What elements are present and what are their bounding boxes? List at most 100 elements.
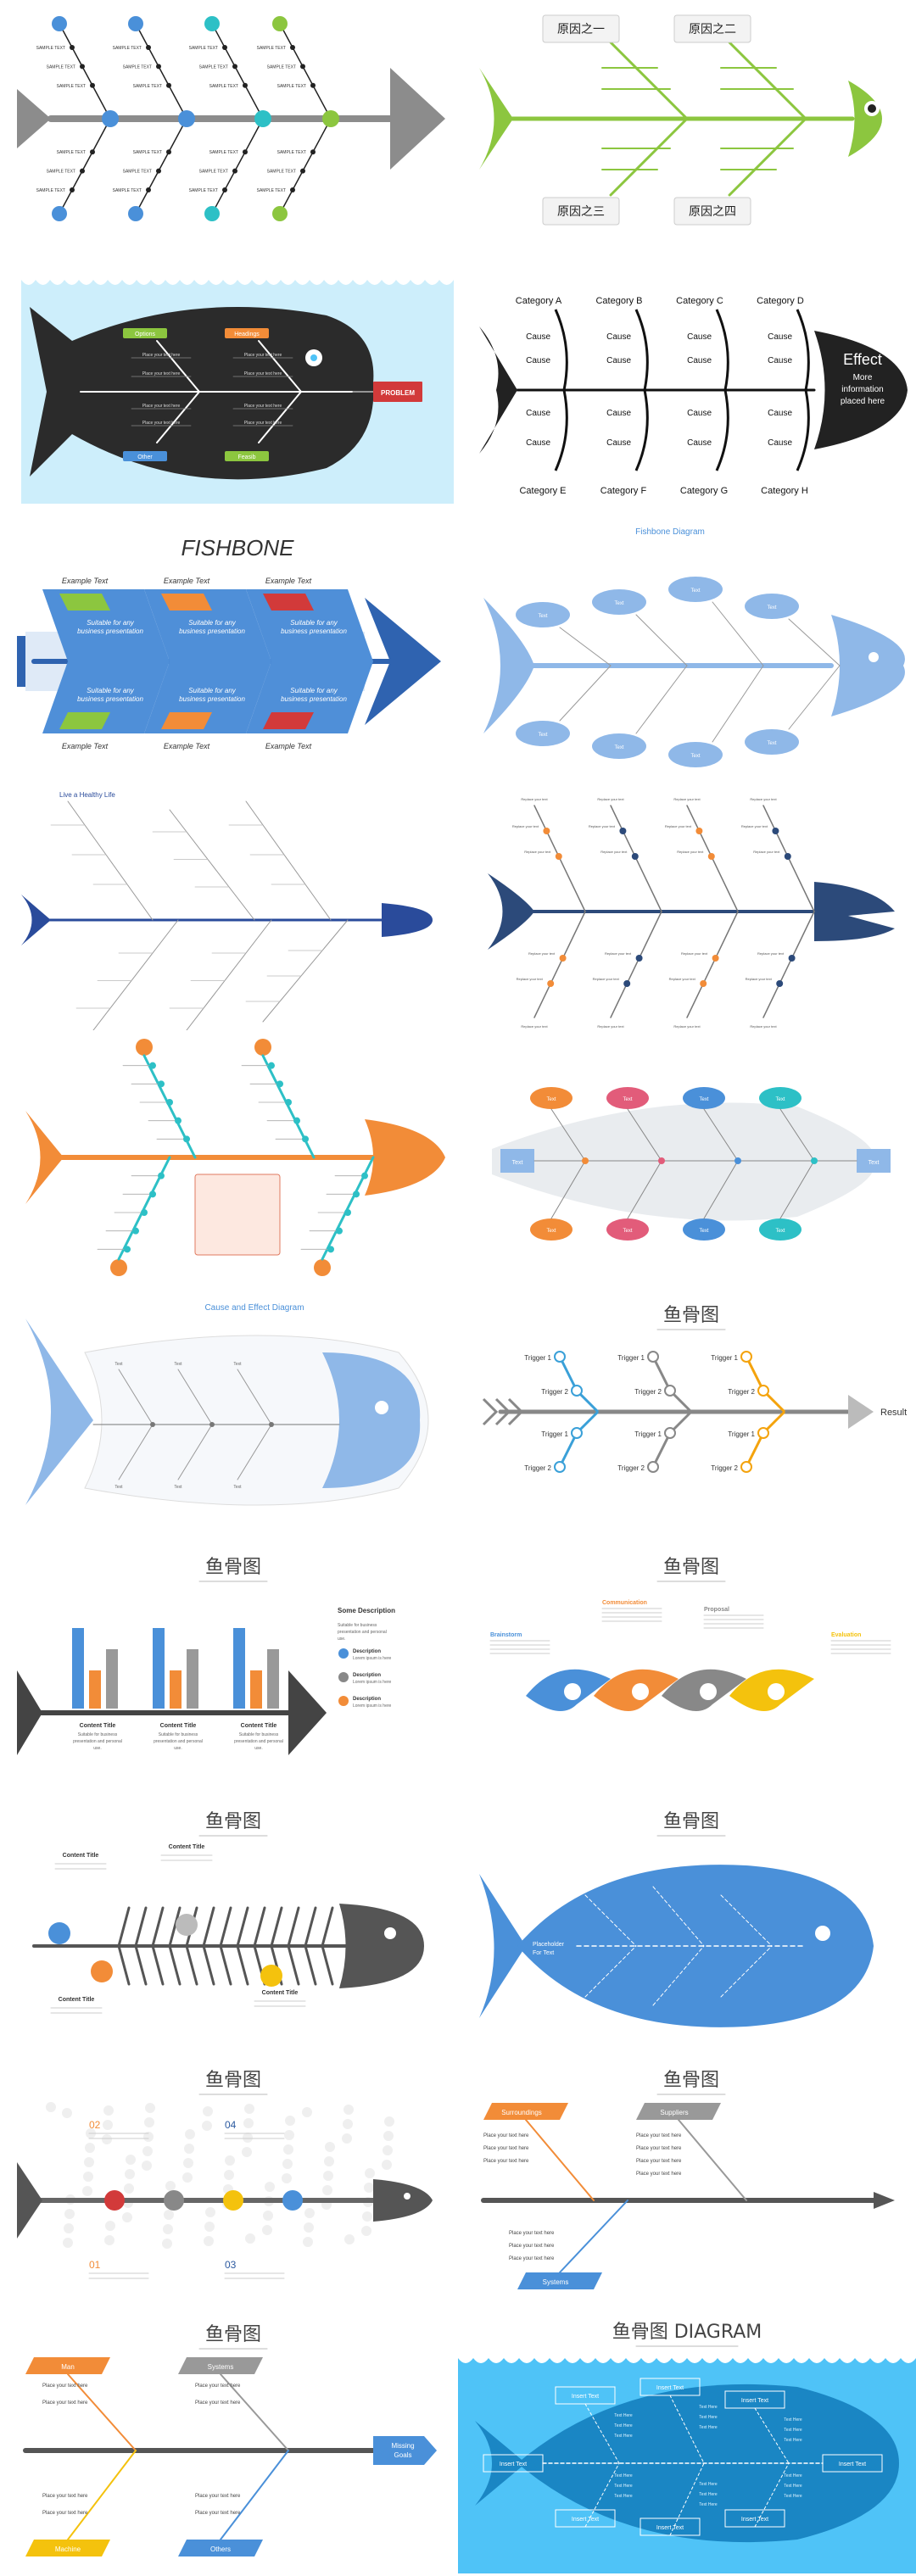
node-dot [361,1172,368,1179]
bone-line [237,1369,272,1425]
note-text: Replace your text [673,1024,701,1029]
text-small: Text Here [614,2413,633,2418]
bone-line [67,2450,137,2540]
cause-dot-top [204,16,220,31]
cause-label: Cause [768,409,792,418]
category-tag [483,2103,568,2120]
step-label: Brainstorm [490,1632,522,1638]
desc-line: presentation and personal [338,1630,387,1635]
desc-sub: Lorem ipsum is here [353,1680,392,1685]
cause-oval [759,1218,802,1241]
node-dot [141,1209,148,1216]
sample-text: SAMPLE TEXT [209,84,238,89]
fish-tail [479,1874,526,2018]
cause-oval [516,721,570,746]
tail-top [479,326,517,390]
text-line: Place your text here [509,2231,555,2236]
sample-text: SAMPLE TEXT [267,170,296,175]
sub-dot [166,82,171,88]
bone-line [712,665,764,743]
icon-tag [263,594,314,611]
effect-label: placed here [841,397,885,406]
category-label: Category C [676,296,723,306]
fish-tail [483,598,534,733]
desc-text: business presentation [77,627,143,635]
panel-title: 鱼骨图 [205,2070,261,2091]
fish-eye [869,652,879,662]
oval-label: Text [767,605,776,611]
trigger-label: Trigger 2 [524,1464,551,1472]
example-text: Example Text [164,577,210,585]
tag-label: Systems [208,2363,234,2371]
bone-line [92,919,179,1030]
desc-text: Suitable for any [188,619,237,627]
sample-text: SAMPLE TEXT [257,188,286,193]
map-dot [205,2207,215,2217]
map-dot [344,2105,354,2115]
oval-label: Text [699,1097,708,1102]
icon-circle [768,1683,785,1700]
text-line: Place your text here [42,2384,88,2389]
text-line: Place your text here [42,2400,88,2406]
bone-line [211,118,264,215]
rib [236,1906,249,1948]
sub-dot [90,82,95,88]
spine-node [223,2190,243,2211]
bone-line [262,919,349,1023]
highlight-box [194,1174,281,1256]
node-dot [635,955,643,962]
trigger-label: Trigger 1 [617,1354,645,1362]
note-text: Replace your text [597,1024,624,1029]
sample-text: SAMPLE TEXT [123,64,152,70]
map-dot [142,2146,153,2156]
bone-line [779,1160,815,1219]
text-small: Text Here [699,2492,718,2497]
map-dot [126,2155,136,2165]
map-dot [84,2157,94,2167]
cause-oval [606,1087,649,1109]
oval-label: Text [767,741,776,746]
spine-node [104,2190,125,2211]
bone-line [762,911,815,1018]
node-dot [543,828,550,834]
wave-top [21,273,454,285]
text-line: Place your text here [509,2256,555,2261]
step-label: Communication [602,1600,647,1606]
bone-line [533,911,586,1018]
content-title: Content Title [160,1723,197,1729]
node-dot [302,1135,309,1143]
cause-oval [530,1218,572,1241]
bone-line [703,1160,739,1219]
wave-top [458,2353,916,2363]
fish-tail [21,895,51,945]
desc-title: Some Description [338,1607,395,1614]
example-text: Example Text [265,577,312,585]
bone-line [651,1410,693,1468]
bone-line [59,23,111,120]
icon-tag [161,594,212,611]
text-line: Place your text here [195,2494,241,2499]
fish-tail [17,1670,42,1755]
map-dot [105,2221,115,2231]
bone-line [258,340,302,393]
map-dot [344,2234,355,2244]
end-box [857,1149,891,1173]
bone-line [669,2395,705,2464]
map-dot [245,2233,255,2244]
desc-text: Suitable for any [290,619,338,627]
text-line: Place your text here [195,2384,241,2389]
map-dot [384,2116,394,2127]
note-text: Replace your text [521,797,548,801]
desc-text: business presentation [281,627,347,635]
spine-node [282,2190,303,2211]
node-dot [554,1461,566,1473]
step-number: 02 [89,2119,101,2131]
icon-circle [632,1683,649,1700]
trigger-label: Trigger 1 [711,1354,738,1362]
